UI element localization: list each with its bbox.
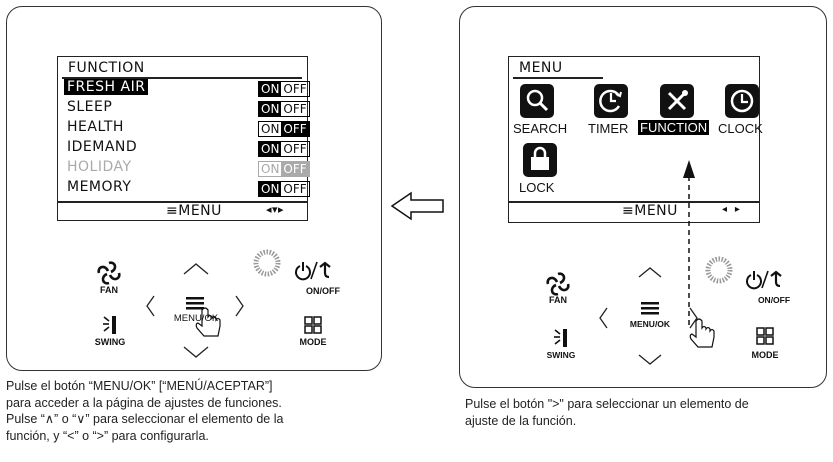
title-divider — [513, 77, 603, 79]
left-arrow-button[interactable] — [146, 295, 155, 317]
menu-item-timer[interactable]: TIMER — [588, 121, 629, 136]
menu-item-clock[interactable]: CLOCK — [718, 121, 763, 136]
lock-icon[interactable] — [523, 143, 557, 177]
sensor-dot-grid — [253, 249, 281, 277]
swing-button-label[interactable]: SWING — [94, 337, 126, 347]
toggle-off-label: OFF — [283, 102, 307, 116]
function-tools-icon[interactable] — [660, 84, 694, 118]
function-item-label[interactable]: FRESH AIR — [64, 79, 149, 95]
menu-item-lock[interactable]: LOCK — [519, 180, 555, 195]
function-item-label[interactable]: MEMORY — [67, 179, 132, 195]
toggle-on-label: ON — [259, 142, 282, 156]
fan-icon — [97, 261, 121, 285]
onoff-button-label[interactable]: ON/OFF — [306, 286, 340, 296]
menu-item-search[interactable]: SEARCH — [513, 121, 568, 136]
right-caption: Pulse el botón ">" para seleccionar un e… — [465, 396, 830, 429]
toggle-off-label: OFF — [281, 162, 309, 176]
title-divider — [62, 77, 302, 79]
screen-title: MENU — [519, 60, 563, 76]
toggle-off-label: OFF — [283, 182, 307, 196]
caption-line: Pulse el botón ">" para seleccionar un e… — [465, 397, 749, 411]
mode-icon — [756, 327, 774, 345]
mode-button-label[interactable]: MODE — [299, 337, 327, 347]
toggle-on-label: ON — [259, 102, 282, 116]
swing-icon — [103, 316, 116, 334]
swing-icon — [554, 329, 567, 347]
power-icon — [746, 270, 782, 290]
fan-button-label[interactable]: FAN — [100, 285, 118, 295]
sensor-dot-grid — [705, 256, 733, 284]
mode-icon — [304, 316, 322, 334]
menu-item-function[interactable]: FUNCTION — [638, 120, 710, 135]
right-arrow-button[interactable] — [235, 295, 244, 317]
caption-line: para acceder a la página de ajustes de f… — [6, 395, 282, 410]
toggle-off-label: OFF — [281, 122, 309, 136]
function-item-label[interactable]: HOLIDAY — [67, 159, 132, 175]
pointing-hand-icon — [689, 318, 715, 348]
toggle-on-label: ON — [259, 182, 282, 196]
guide-arrowhead — [683, 160, 695, 178]
pointing-hand-icon — [195, 307, 221, 337]
clock-icon[interactable] — [725, 84, 759, 118]
menu-ok-icon — [641, 302, 659, 315]
caption-line: Pulse “∧” o “∨” para seleccionar el elem… — [6, 412, 284, 426]
nav-arrows-icon: ◂ ▸ — [722, 204, 741, 215]
menu-ok-button-label[interactable]: MENU/OK — [173, 313, 219, 324]
fan-button-label[interactable]: FAN — [549, 295, 567, 305]
right-arrow-button[interactable] — [689, 307, 698, 329]
nav-arrows-icon: ◂▾▸ — [266, 203, 285, 216]
function-item-label[interactable]: IDEMAND — [67, 139, 138, 155]
onoff-button-label[interactable]: ON/OFF — [757, 295, 791, 305]
screen-title: FUNCTION — [68, 60, 145, 76]
fan-icon — [546, 272, 570, 296]
toggle-off-label: OFF — [283, 142, 307, 156]
toggle-off-label: OFF — [283, 82, 307, 96]
power-icon — [295, 261, 331, 281]
caption-line: Pulse el botón “MENU/OK” [“MENÚ/ACEPTAR”… — [6, 379, 273, 393]
footer-menu: ≡MENU — [166, 203, 222, 219]
toggle-on-label: ON — [261, 122, 280, 136]
menu-ok-button-label[interactable]: MENU/OK — [629, 319, 671, 329]
toggle-on-label: ON — [261, 162, 280, 176]
toggle-on-label: ON — [259, 82, 282, 96]
menu-ok-icon — [186, 297, 204, 310]
search-icon[interactable] — [520, 84, 554, 118]
up-arrow-button[interactable] — [638, 267, 662, 278]
footer-menu: ≡MENU — [622, 203, 678, 219]
footer-divider — [58, 201, 307, 203]
caption-line: función, y “<” o “>” para configurarla. — [6, 428, 209, 443]
down-arrow-button[interactable] — [183, 346, 209, 358]
left-caption: Pulse el botón “MENU/OK” [“MENÚ/ACEPTAR”… — [6, 378, 386, 444]
function-item-label[interactable]: SLEEP — [67, 99, 113, 115]
timer-icon[interactable] — [594, 84, 628, 118]
navigation-arrow-icon — [390, 191, 444, 221]
swing-button-label[interactable]: SWING — [546, 350, 576, 360]
down-arrow-button[interactable] — [638, 354, 662, 365]
mode-button-label[interactable]: MODE — [751, 350, 779, 360]
right-lcd-screen: MENU SEARCH TIMER FUNCTION CLOCK LOCK ≡M… — [508, 56, 763, 223]
up-arrow-button[interactable] — [183, 263, 209, 275]
menu-lines-icon: ≡ — [622, 203, 635, 219]
caption-line: ajuste de la función. — [465, 413, 577, 428]
menu-lines-icon: ≡ — [166, 203, 179, 219]
footer-divider — [509, 201, 759, 203]
left-arrow-button[interactable] — [599, 307, 608, 329]
function-item-label[interactable]: HEALTH — [67, 119, 124, 135]
